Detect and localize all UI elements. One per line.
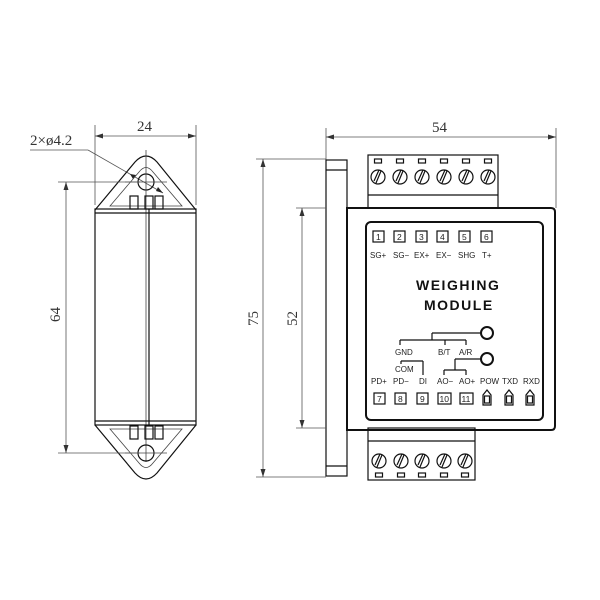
terminal-label: SHG xyxy=(458,251,475,260)
terminal-label: DI xyxy=(419,377,427,386)
terminal-number: 7 xyxy=(377,394,382,404)
txd-led-icon xyxy=(504,389,514,406)
led-label-pow: POW xyxy=(480,377,500,386)
terminal-label: SG− xyxy=(393,251,410,260)
front-body-height-dimension: 52 xyxy=(285,311,301,326)
terminal-label: T+ xyxy=(482,251,492,260)
terminal-number: 3 xyxy=(419,232,424,242)
led-label-txd: TXD xyxy=(502,377,518,386)
module-title-line2: MODULE xyxy=(424,297,494,313)
com-label: COM xyxy=(395,365,414,374)
top-screw-row xyxy=(370,158,496,185)
terminal-number: 4 xyxy=(440,232,445,242)
jumper-selector-1: GND B/T A/R xyxy=(395,326,494,357)
terminal-number: 10 xyxy=(440,394,450,404)
hole-callout: 2×ø4.2 xyxy=(30,133,72,149)
front-width-dimension: 54 xyxy=(432,120,448,136)
top-terminal-labels: 1 SG+ 2 SG− 3 EX+ 4 EX− 5 SHG 6 T+ xyxy=(370,230,493,260)
terminal-number: 11 xyxy=(462,394,471,404)
terminal-label: PD+ xyxy=(371,377,387,386)
com-bracket: COM xyxy=(395,360,424,375)
terminal-label: PD− xyxy=(393,377,409,386)
jumper-label-ar: A/R xyxy=(459,348,473,357)
terminal-label: AO− xyxy=(437,377,454,386)
terminal-label: AO+ xyxy=(459,377,476,386)
terminal-label: EX+ xyxy=(414,251,430,260)
rxd-led-icon xyxy=(525,389,535,406)
side-height-dimension: 64 xyxy=(48,307,64,323)
led-indicators: POW TXD RXD xyxy=(480,377,540,406)
led-label-rxd: RXD xyxy=(523,377,540,386)
terminal-number: 6 xyxy=(484,232,489,242)
front-total-height-dimension: 75 xyxy=(246,311,262,326)
side-view: 24 2×ø4.2 64 xyxy=(30,119,197,480)
jumper-selector-2 xyxy=(443,352,494,375)
terminal-number: 8 xyxy=(398,394,403,404)
terminal-number: 2 xyxy=(397,232,402,242)
terminal-label: EX− xyxy=(436,251,452,260)
jumper-label-bt: B/T xyxy=(438,348,451,357)
terminal-number: 1 xyxy=(376,232,381,242)
bottom-terminal-labels: PD+ PD− DI AO− AO+ 7 8 9 10 11 xyxy=(371,377,476,405)
module-title-line1: WEIGHING xyxy=(416,277,500,293)
terminal-number: 5 xyxy=(462,232,467,242)
jumper-label-gnd: GND xyxy=(395,348,413,357)
front-view: 54 xyxy=(246,120,557,481)
side-width-dimension: 24 xyxy=(137,119,153,135)
terminal-number: 9 xyxy=(420,394,425,404)
pow-led-icon xyxy=(482,389,492,406)
bottom-screw-row xyxy=(371,453,473,478)
terminal-label: SG+ xyxy=(370,251,387,260)
